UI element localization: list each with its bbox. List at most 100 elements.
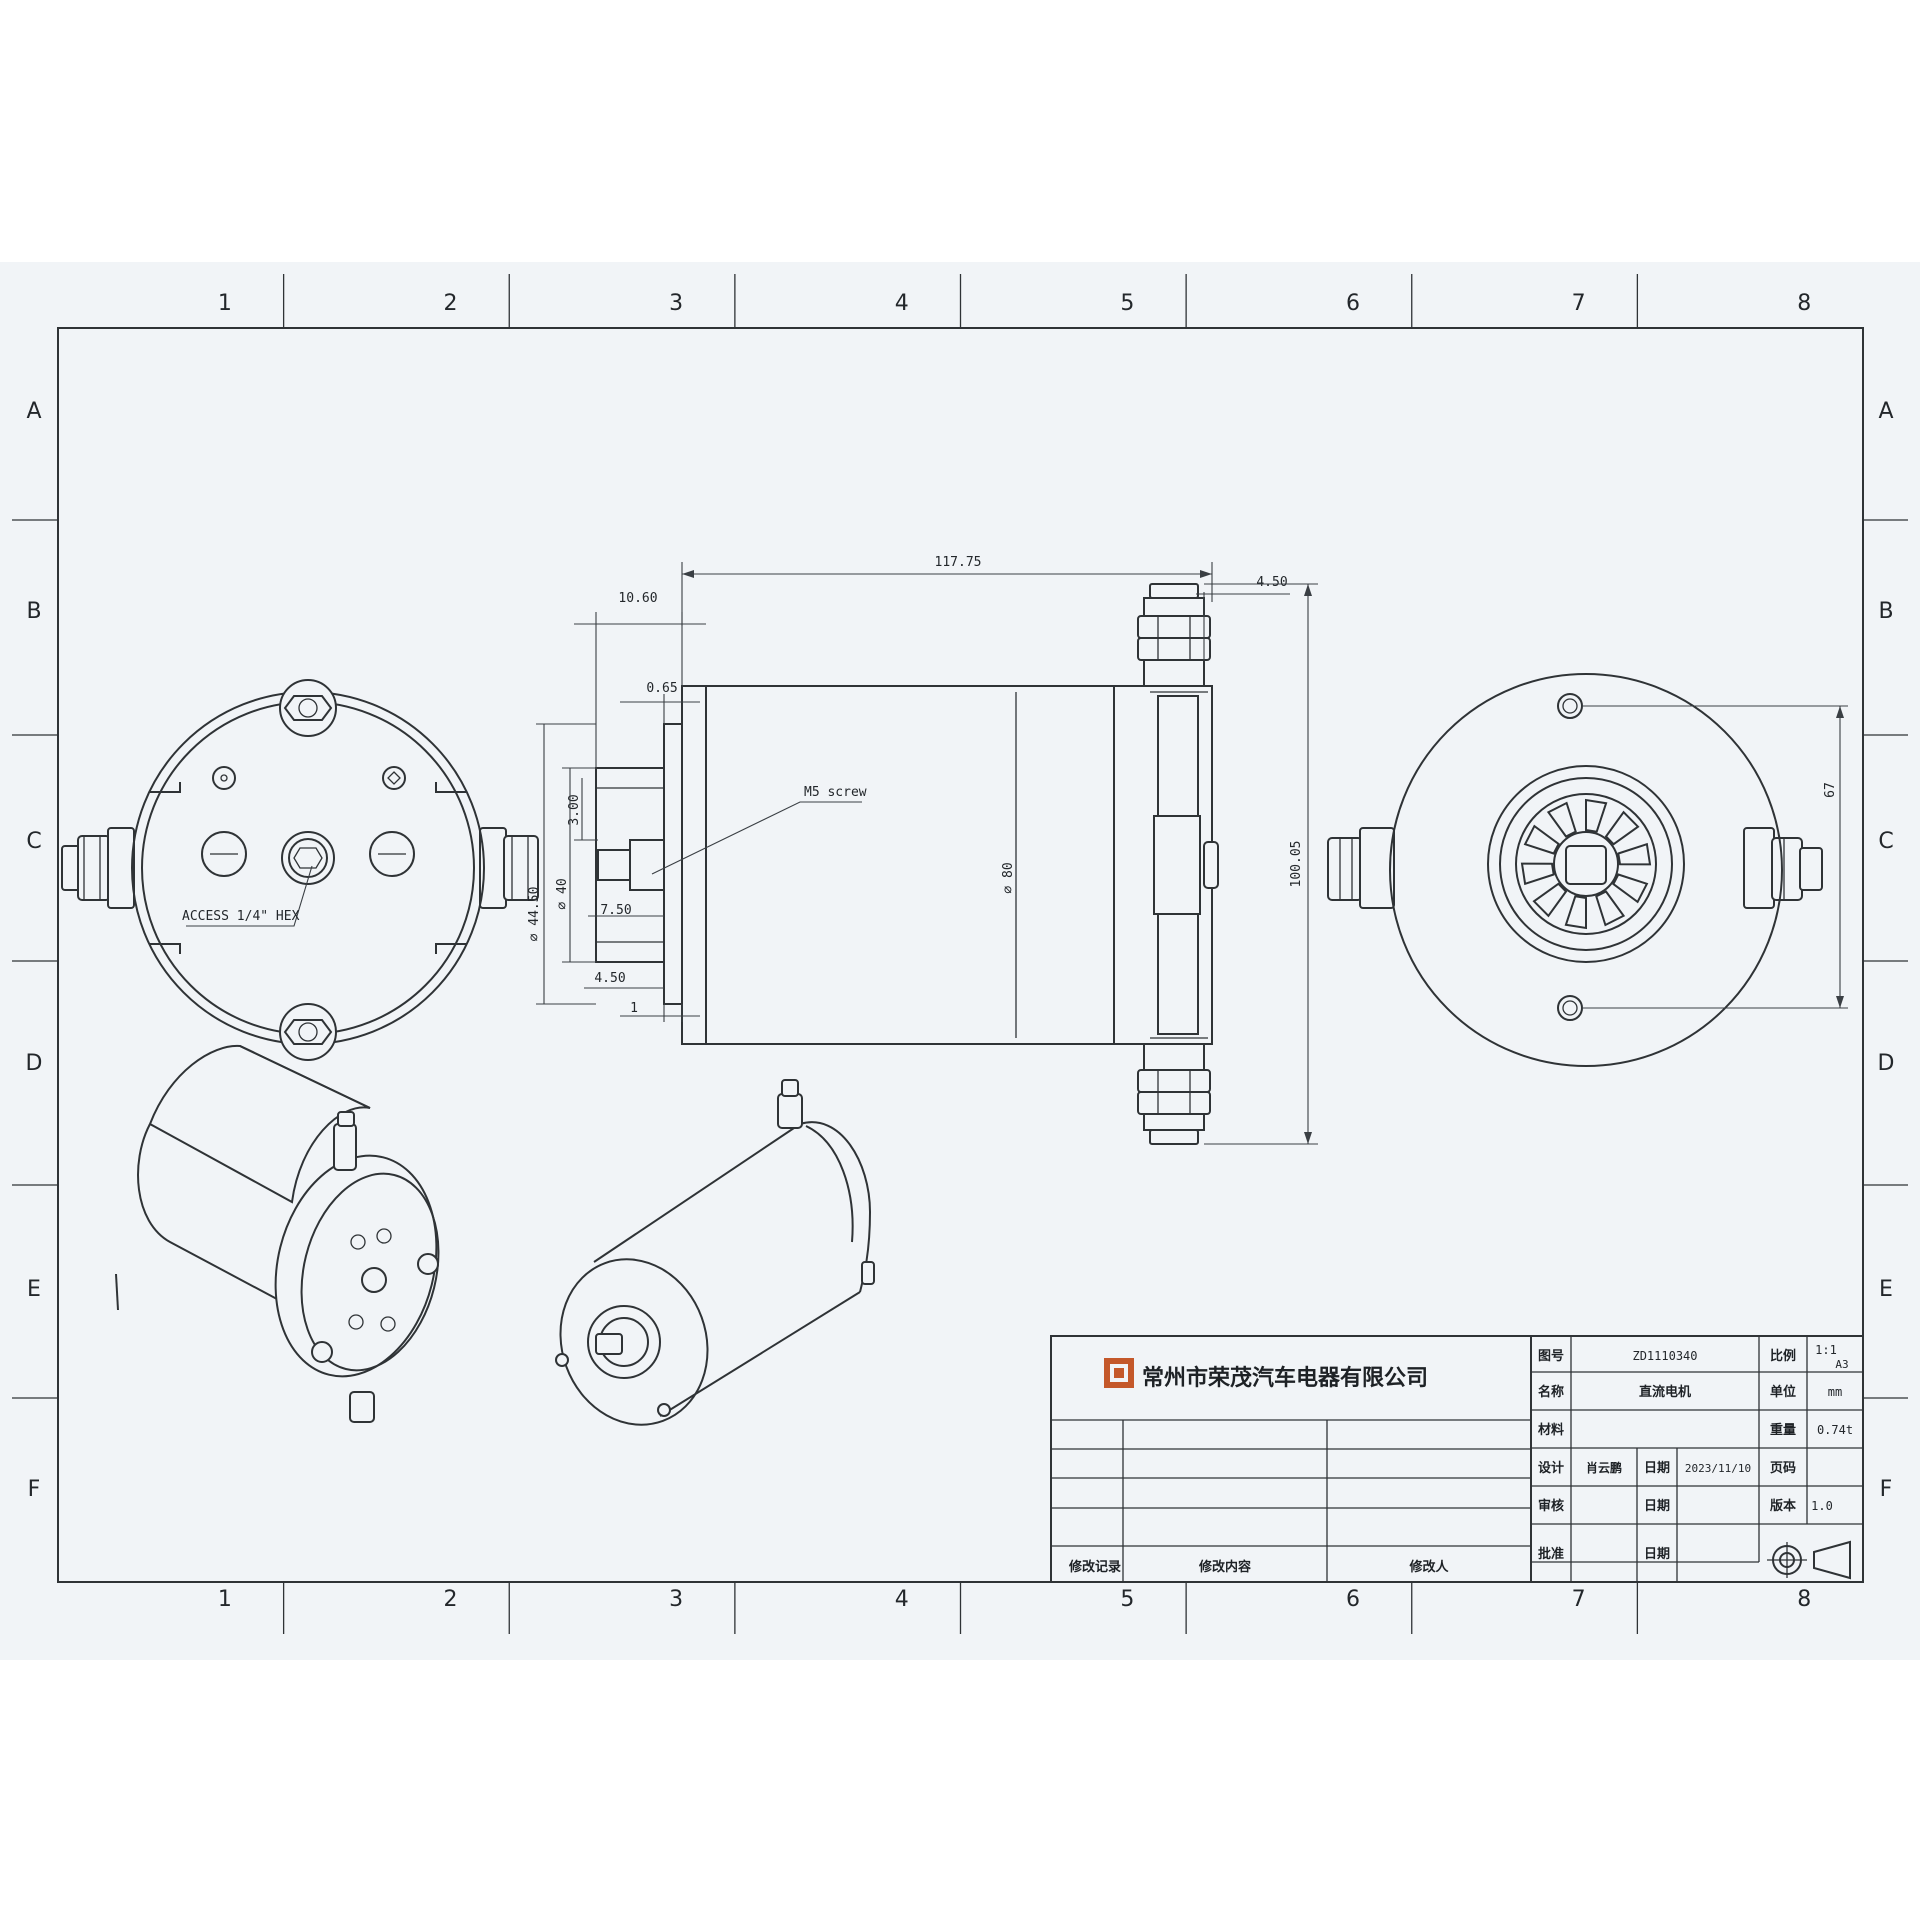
version: 1.0	[1811, 1499, 1833, 1513]
grid-ticks	[12, 274, 1908, 1634]
svg-text:67: 67	[1823, 782, 1838, 798]
grid-col-label-bottom: 4	[895, 1587, 909, 1612]
commutator-segment	[1604, 810, 1640, 846]
label-rev-mark: 修改记录	[1068, 1559, 1121, 1575]
svg-text:∅ 40: ∅ 40	[555, 878, 570, 909]
mounting-boss-top	[279, 679, 337, 737]
sheet-size: A3	[1835, 1358, 1848, 1371]
terminal-left	[61, 827, 135, 909]
dim-overall-length: 117.75	[681, 555, 1213, 686]
grid-row-label-right: C	[1878, 829, 1893, 854]
label-scale: 比例	[1770, 1348, 1796, 1364]
grid-col-label-top: 3	[669, 291, 683, 316]
dim-shaft-step: 7.50	[588, 903, 664, 918]
label-page: 页码	[1770, 1461, 1796, 1476]
dim-shaft-height: 3.00	[567, 778, 598, 841]
terminal-right-front	[1743, 827, 1823, 909]
designer: 肖云鹏	[1586, 1460, 1622, 1475]
commutator-segment	[1520, 862, 1555, 886]
label-rev-content: 修改内容	[1198, 1559, 1251, 1575]
grid-col-label-top: 6	[1346, 291, 1360, 316]
label-unit: 单位	[1770, 1384, 1796, 1400]
commutator-segment	[1595, 890, 1626, 927]
grid-col-label-bottom: 6	[1346, 1587, 1360, 1612]
grid-col-label-top: 1	[218, 291, 232, 316]
label-date-3: 日期	[1644, 1547, 1670, 1562]
grid-row-label-left: A	[26, 399, 41, 424]
label-review: 审核	[1538, 1498, 1564, 1514]
grid-col-label-bottom: 5	[1120, 1587, 1134, 1612]
design-date: 2023/11/10	[1685, 1462, 1751, 1475]
grid-row-label-left: E	[27, 1277, 41, 1302]
svg-text:∅ 44.50: ∅ 44.50	[527, 887, 542, 942]
grid-col-label-bottom: 8	[1797, 1587, 1811, 1612]
dim-screw: M5 screw	[651, 785, 867, 875]
commutator-segment	[1546, 801, 1577, 838]
label-approve: 批准	[1538, 1546, 1564, 1562]
mount-hole-bottom	[1557, 995, 1583, 1021]
label-weight: 重量	[1770, 1422, 1796, 1438]
svg-text:10.60: 10.60	[618, 591, 657, 606]
dim-pilot-offset: 0.65	[620, 681, 700, 724]
terminal-right	[479, 827, 539, 909]
label-material: 材料	[1538, 1422, 1564, 1438]
grid-col-label-top: 7	[1572, 291, 1586, 316]
isometric-view-left	[115, 1044, 440, 1423]
commutator-segment	[1617, 842, 1652, 866]
mounting-boss-bottom	[279, 1003, 337, 1061]
dim-terminal-span: 100.05	[1204, 583, 1318, 1145]
dim-pilot-dia: ∅ 40	[555, 767, 596, 963]
commutator-segment	[1585, 798, 1608, 833]
rear-end-view: ACCESS 1/4" HEX	[61, 679, 539, 1061]
isometric-view-right	[555, 1079, 875, 1426]
drawing-frame	[57, 327, 1864, 1583]
svg-text:4.50: 4.50	[1256, 575, 1287, 590]
mount-hole-top	[1557, 693, 1583, 719]
svg-text:0.65: 0.65	[646, 681, 677, 696]
access-hex-callout: ACCESS 1/4" HEX	[182, 909, 300, 924]
grid-row-label-left: F	[28, 1477, 41, 1502]
svg-text:3.00: 3.00	[567, 794, 582, 825]
dim-shaft-offset: 4.50	[584, 971, 664, 989]
label-date: 日期	[1644, 1461, 1670, 1476]
part-name: 直流电机	[1639, 1384, 1691, 1400]
svg-text:117.75: 117.75	[935, 555, 982, 570]
commutator-segment	[1523, 824, 1560, 855]
dim-flange-dia: ∅ 44.50	[527, 723, 596, 1005]
svg-text:M5 screw: M5 screw	[804, 785, 867, 800]
grid-col-label-bottom: 1	[218, 1587, 232, 1612]
hex-access-hole	[281, 831, 335, 885]
vent-hole-right	[369, 831, 415, 877]
company-name: 常州市荣茂汽车电器有限公司	[1142, 1365, 1428, 1391]
grid-row-label-left: D	[26, 1051, 43, 1076]
grid-col-label-top: 4	[895, 291, 909, 316]
side-view: 117.75 10.60 0.65 4.50 M5 screw 3.00	[527, 555, 1318, 1145]
grid-col-label-top: 8	[1797, 291, 1811, 316]
svg-text:∅ 80: ∅ 80	[1001, 862, 1016, 893]
dim-shaft-tail: 1	[620, 1001, 700, 1022]
svg-text:100.05: 100.05	[1289, 841, 1304, 888]
label-design: 设计	[1538, 1460, 1564, 1476]
svg-text:4.50: 4.50	[594, 971, 625, 986]
grid-col-label-top: 5	[1120, 291, 1134, 316]
commutator-segment	[1532, 882, 1568, 918]
terminal-top	[1137, 583, 1211, 687]
label-date-2: 日期	[1644, 1499, 1670, 1514]
grid-col-label-bottom: 3	[669, 1587, 683, 1612]
vent-hole-left	[201, 831, 247, 877]
grid-col-label-bottom: 7	[1572, 1587, 1586, 1612]
grid-row-label-left: C	[26, 829, 41, 854]
grid-row-label-right: D	[1878, 1051, 1895, 1076]
label-drawing-no: 图号	[1538, 1349, 1564, 1364]
grid-row-label-right: F	[1880, 1477, 1893, 1502]
svg-text:7.50: 7.50	[600, 903, 631, 918]
title-block: 常州市荣茂汽车电器有限公司 修改记录 修改内容 修改人 图号 ZD1110340…	[1050, 1335, 1864, 1583]
terminal-bottom	[1137, 1043, 1211, 1145]
grid-row-label-left: B	[26, 599, 41, 624]
dim-terminal-offset: 4.50	[1196, 575, 1290, 660]
svg-text:1: 1	[630, 1001, 638, 1016]
commutator	[1520, 798, 1652, 930]
